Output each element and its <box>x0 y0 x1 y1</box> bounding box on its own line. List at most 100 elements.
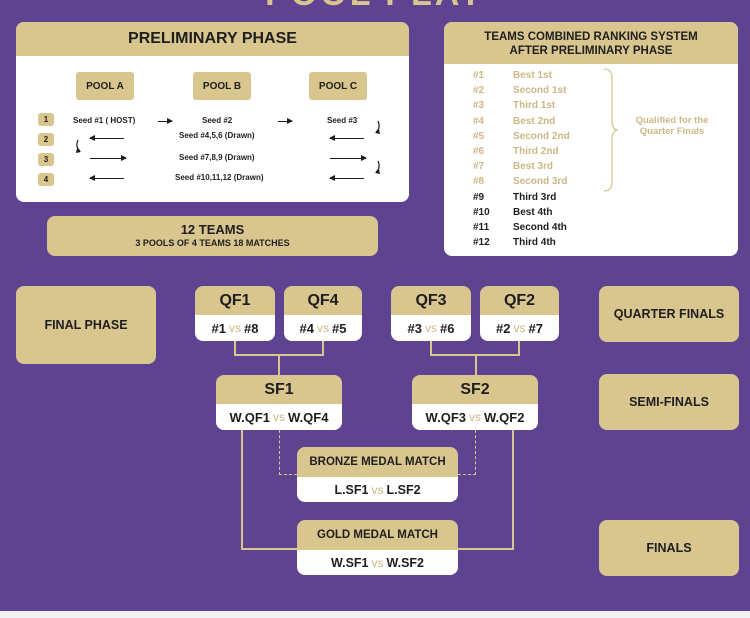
seed-1-text: Seed #1 ( HOST) <box>73 116 136 125</box>
ranking-label: Best 4th <box>513 206 553 218</box>
dashed-connector <box>279 474 297 475</box>
final-phase-label: FINAL PHASE <box>16 286 156 364</box>
curved-arrow-icon <box>375 160 380 174</box>
ranking-label: Best 2nd <box>513 115 556 127</box>
ranking-label: Second 3rd <box>513 176 568 188</box>
arrow-left-icon <box>89 175 124 181</box>
connector-line <box>458 548 514 550</box>
ranking-label: Third 1st <box>513 100 556 112</box>
qf3-title: QF3 <box>391 286 471 315</box>
arrow-right-icon <box>278 118 293 124</box>
seed-4-6-text: Seed #4,5,6 (Drawn) <box>179 131 255 140</box>
qf1-home: #1 <box>211 320 226 336</box>
dashed-connector <box>475 430 476 475</box>
qf1-away: #8 <box>244 320 259 336</box>
sf2-home: W.QF3 <box>425 409 466 425</box>
ranking-rank: #3 <box>473 100 485 112</box>
qf3-home: #3 <box>407 320 422 336</box>
ranking-label: Best 3rd <box>513 161 554 173</box>
seed-3-text: Seed #3 <box>327 116 358 125</box>
ranking-rank: #6 <box>473 146 485 157</box>
bottom-strip <box>0 611 750 618</box>
qualified-note-line1: Qualified for the <box>635 115 709 126</box>
vs-label: vs <box>513 321 526 335</box>
connector-line <box>241 548 297 550</box>
teams-summary-box: 12 TEAMS 3 POOLS OF 4 TEAMS 18 MATCHES <box>47 216 378 256</box>
vs-label: vs <box>317 321 329 335</box>
ranking-rank: #12 <box>473 237 490 249</box>
qualified-note: Qualified for the Quarter Finals <box>622 115 722 137</box>
connector-line <box>512 430 514 550</box>
ranking-label: Second 4th <box>513 222 567 233</box>
ranking-rank: #10 <box>473 206 490 218</box>
qf1-title: QF1 <box>195 286 275 315</box>
gold-title: GOLD MEDAL MATCH <box>297 520 458 550</box>
sf2-title: SF2 <box>412 375 538 404</box>
connector-line <box>518 341 520 355</box>
bronze-title: BRONZE MEDAL MATCH <box>297 447 458 477</box>
qf2-away: #7 <box>528 320 543 336</box>
connector-line <box>475 354 477 375</box>
ranking-label: Best 1st <box>513 70 552 81</box>
teams-count-text: 12 TEAMS <box>180 222 245 237</box>
qf3-away: #6 <box>440 320 455 336</box>
vs-label: vs <box>371 555 384 570</box>
dashed-connector <box>279 430 280 475</box>
vs-label: vs <box>273 410 285 424</box>
page-title: POOL PLAY <box>0 0 750 13</box>
seed-10-12-text: Seed #10,11,12 (Drawn) <box>175 173 264 182</box>
ranking-label: Second 2nd <box>513 130 570 142</box>
semi-finals-label: SEMI-FINALS <box>599 374 739 430</box>
preliminary-phase-title: PRELIMINARY PHASE <box>16 22 409 56</box>
pool-a-label: POOL A <box>76 72 134 100</box>
dashed-connector <box>458 474 476 475</box>
connector-line <box>234 341 236 355</box>
connector-line <box>322 341 324 355</box>
arrow-right-icon <box>330 155 367 161</box>
ranking-title: TEAMS COMBINED RANKING SYSTEM AFTER PREL… <box>444 22 738 64</box>
row-number-1: 1 <box>38 113 54 126</box>
qualified-note-line2: Quarter Finals <box>639 126 705 137</box>
ranking-label: Third 4th <box>513 237 556 249</box>
vs-label: vs <box>425 321 437 335</box>
bronze-away: L.SF2 <box>386 482 421 497</box>
sf1-title: SF1 <box>216 375 342 404</box>
connector-line <box>241 430 243 550</box>
bronze-home: L.SF1 <box>334 482 369 497</box>
ranking-label: Third 2nd <box>513 146 559 157</box>
arrow-left-icon <box>329 175 364 181</box>
seed-7-9-text: Seed #7,8,9 (Drawn) <box>179 153 255 162</box>
preliminary-phase-panel: PRELIMINARY PHASE POOL A POOL B POOL C 1… <box>16 22 409 202</box>
vs-label: vs <box>371 482 384 497</box>
ranking-rank: #11 <box>473 222 490 233</box>
ranking-rank: #4 <box>473 115 485 127</box>
brace-icon <box>603 68 619 192</box>
arrow-left-icon <box>89 135 124 141</box>
sf1-away: W.QF4 <box>288 409 329 425</box>
qf4-home: #4 <box>299 320 314 336</box>
finals-label: FINALS <box>599 520 739 576</box>
ranking-label: Second 1st <box>513 85 567 97</box>
arrow-right-icon <box>158 118 173 124</box>
row-number-2: 2 <box>38 133 54 146</box>
ranking-panel: TEAMS COMBINED RANKING SYSTEM AFTER PREL… <box>444 22 738 256</box>
sf2-away: W.QF2 <box>484 409 525 425</box>
gold-home: W.SF1 <box>330 555 369 570</box>
pool-b-label: POOL B <box>193 72 251 100</box>
connector-line <box>278 354 280 375</box>
ranking-title-line2: AFTER PRELIMINARY PHASE <box>509 45 673 57</box>
curved-arrow-icon <box>76 139 81 153</box>
ranking-rank: #9 <box>473 191 485 203</box>
